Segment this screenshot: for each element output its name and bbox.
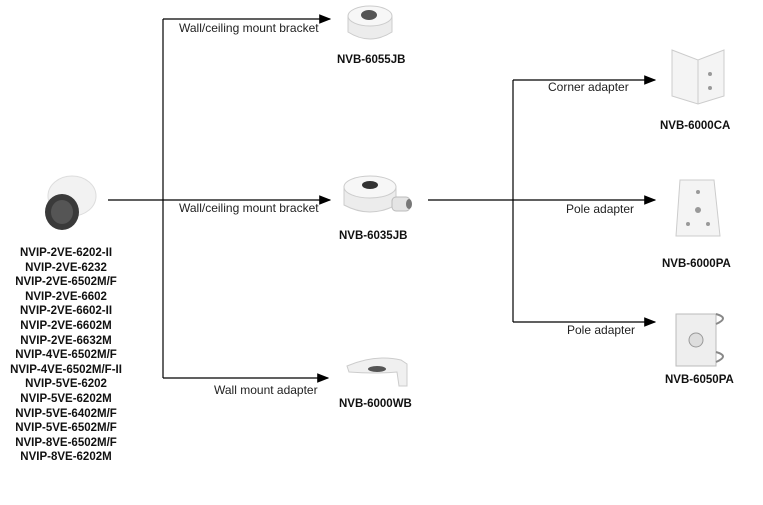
camera-model: NVIP-2VE-6602M	[20, 319, 112, 332]
edge-label-pole1: Pole adapter	[566, 202, 635, 216]
product-name-6035jb: NVB-6035JB	[339, 230, 408, 242]
camera-model: NVIP-5VE-6402M/F	[15, 407, 117, 420]
edge-label-corner: Corner adapter	[548, 80, 629, 94]
pole-adapter-6000-image	[675, 179, 721, 237]
camera-model: NVIP-2VE-6602-II	[19, 305, 113, 318]
camera-model: NVIP-8VE-6202M	[20, 451, 112, 464]
junction-box-6035-image	[343, 175, 412, 213]
corner-adapter-image	[671, 49, 725, 105]
camera-model: NVIP-5VE-6202M	[20, 392, 112, 405]
camera-model: NVIP-2VE-6202-II	[19, 247, 113, 259]
camera-model: NVIP-2VE-6232	[25, 261, 107, 274]
product-name-6000pa: NVB-6000PA	[662, 258, 731, 270]
edge-label-bottom: Wall mount adapter	[214, 383, 318, 397]
camera-model: NVIP-5VE-6502M/F	[15, 422, 117, 435]
junction-box-6055-image	[347, 5, 393, 40]
camera-model: NVIP-2VE-6632M	[20, 334, 112, 347]
edge-label-top: Wall/ceiling mount bracket	[179, 21, 319, 35]
camera-model: NVIP-4VE-6502M/F	[15, 349, 117, 362]
product-name-6000wb: NVB-6000WB	[339, 398, 412, 410]
pole-adapter-6050-image	[675, 313, 724, 367]
camera-model: NVIP-4VE-6502M/F-II	[10, 363, 122, 376]
camera-model: NVIP-2VE-6602	[25, 290, 107, 303]
edge-label-middle: Wall/ceiling mount bracket	[179, 201, 319, 215]
edge-label-pole2: Pole adapter	[567, 323, 636, 337]
camera-model: NVIP-5VE-6202	[25, 378, 107, 391]
product-name-6055jb: NVB-6055JB	[337, 54, 406, 66]
product-name-6000ca: NVB-6000CA	[660, 120, 731, 132]
camera-model: NVIP-8VE-6502M/F	[15, 436, 117, 449]
dome-camera-image	[45, 175, 97, 230]
camera-model: NVIP-2VE-6502M/F	[15, 276, 117, 289]
product-name-6050pa: NVB-6050PA	[665, 374, 734, 386]
wall-mount-adapter-image	[346, 357, 408, 387]
